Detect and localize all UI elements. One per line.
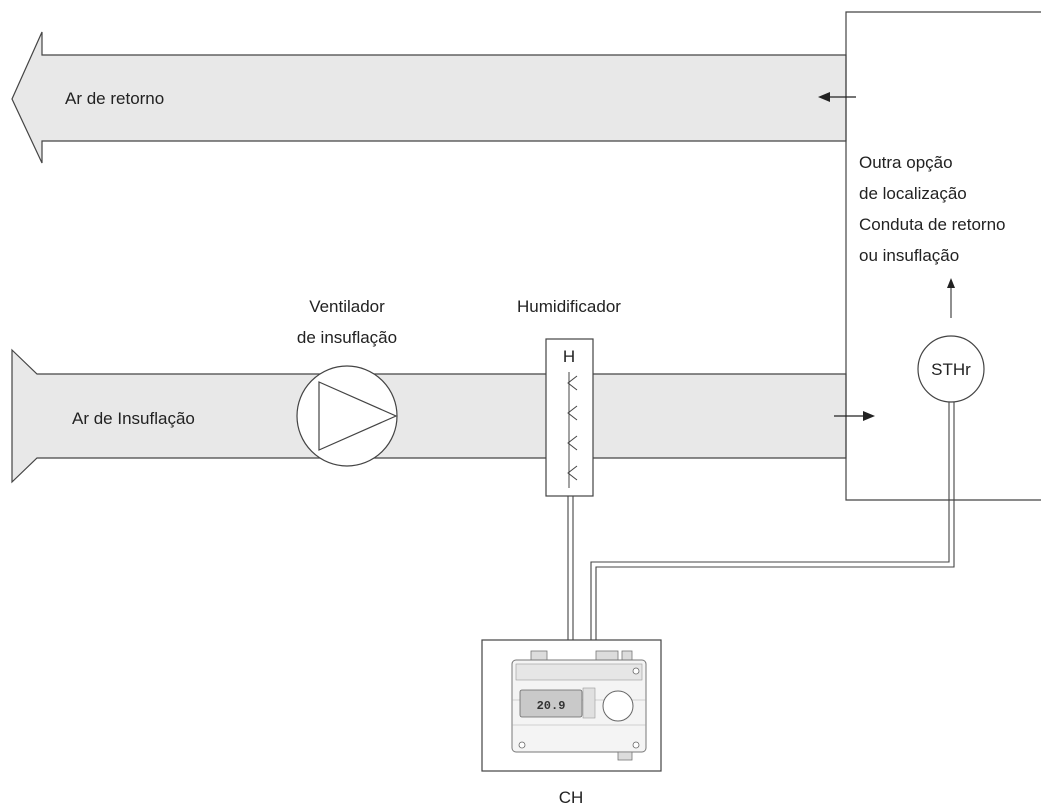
return-air-label: Ar de retorno [65,89,164,108]
supply-flow-arrow [834,411,875,421]
controller-label: CH [559,788,584,807]
humidifier-label: Humidificador [517,297,621,316]
return-air-duct [11,31,847,164]
alt-location-arrow [947,278,955,318]
controller-device-icon [511,650,647,761]
wiring [567,402,955,640]
humidifier-symbol: H [563,347,575,366]
humidifier-icon [545,338,594,497]
supply-air-label: Ar de Insuflação [72,409,195,428]
alt-location-line-2: de localização [859,184,967,203]
room-box [845,11,1041,501]
sensor-label: STHr [931,360,971,379]
alt-location-line-1: Outra opção [859,153,953,172]
return-flow-arrow [818,92,856,102]
alt-location-line-4: ou insuflação [859,246,959,265]
fan-label-line-2: de insuflação [297,328,397,347]
controller-display-value: 20.9 [537,699,566,713]
humidity-sensor-icon [917,335,985,403]
alt-location-line-3: Conduta de retorno [859,215,1006,234]
fan-icon [296,365,398,467]
fan-label-line-1: Ventilador [309,297,385,316]
